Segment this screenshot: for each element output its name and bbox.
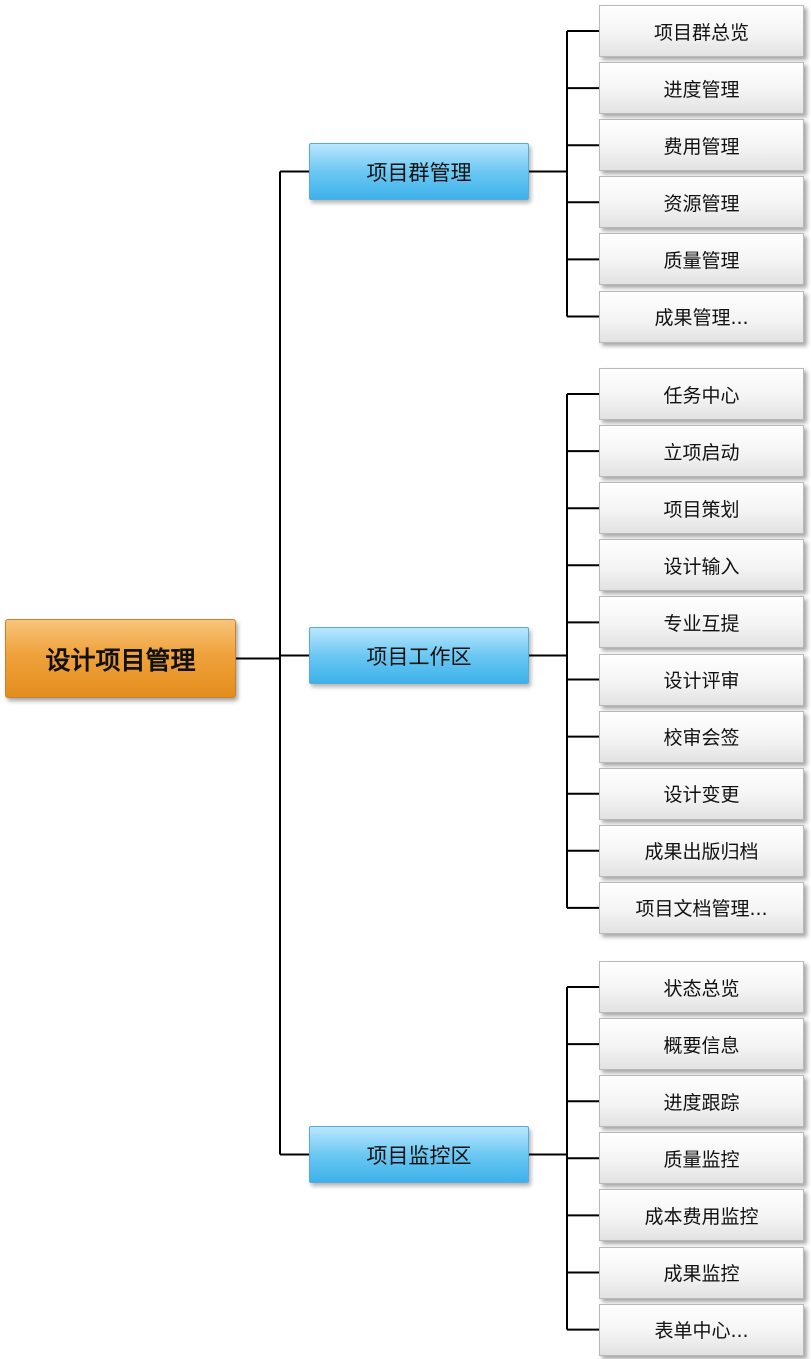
leaf-node-label: 质量管理 <box>663 249 740 272</box>
group-node-3-label: 项目监控区 <box>366 1143 472 1168</box>
leaf-node-label: 专业互提 <box>663 612 740 635</box>
group-node-2[interactable]: 项目工作区 <box>309 627 529 684</box>
root-node[interactable]: 设计项目管理 <box>5 619 236 698</box>
leaf-node[interactable]: 成果管理... <box>599 290 804 343</box>
leaf-node[interactable]: 质量管理 <box>599 233 804 286</box>
leaf-node[interactable]: 进度管理 <box>599 62 804 115</box>
leaf-node-label: 设计输入 <box>663 555 740 578</box>
leaf-node[interactable]: 状态总览 <box>599 961 804 1013</box>
leaf-node-label: 任务中心 <box>663 384 740 407</box>
leaf-node[interactable]: 进度跟踪 <box>599 1075 804 1128</box>
leaf-node-label: 质量监控 <box>663 1148 740 1171</box>
leaf-node[interactable]: 设计输入 <box>599 539 804 592</box>
leaf-node-label: 进度管理 <box>663 78 740 101</box>
leaf-node-label: 成果监控 <box>663 1263 740 1285</box>
group-node-1[interactable]: 项目群管理 <box>309 143 529 200</box>
group-node-3[interactable]: 项目监控区 <box>309 1126 529 1183</box>
leaf-node-label: 校审会签 <box>663 727 740 750</box>
leaf-node-label: 成果出版归档 <box>644 841 759 864</box>
leaf-node[interactable]: 成果出版归档 <box>599 824 804 877</box>
leaf-node-label: 设计变更 <box>663 784 740 807</box>
leaf-node-label: 项目文档管理... <box>635 898 768 921</box>
leaf-node[interactable]: 成本费用监控 <box>599 1189 804 1242</box>
leaf-node[interactable]: 设计变更 <box>599 767 804 820</box>
leaf-node-label: 状态总览 <box>663 977 740 1000</box>
leaf-node[interactable]: 立项启动 <box>599 425 804 478</box>
group-node-2-label: 项目工作区 <box>366 644 472 669</box>
leaf-node[interactable]: 成果监控 <box>599 1246 804 1299</box>
leaf-node[interactable]: 资源管理 <box>599 176 804 229</box>
leaf-node[interactable]: 设计评审 <box>599 653 804 706</box>
leaf-node[interactable]: 校审会签 <box>599 710 804 763</box>
leaf-node[interactable]: 项目策划 <box>599 482 804 535</box>
leaf-node-label: 成果管理... <box>654 307 749 329</box>
leaf-node[interactable]: 概要信息 <box>599 1018 804 1071</box>
group-node-1-label: 项目群管理 <box>366 160 472 185</box>
leaf-node-label: 项目策划 <box>663 498 740 521</box>
leaf-node-label: 立项启动 <box>663 441 740 464</box>
leaf-node[interactable]: 费用管理 <box>599 119 804 172</box>
leaf-node-label: 表单中心... <box>654 1320 749 1343</box>
leaf-node-label: 设计评审 <box>663 670 740 692</box>
leaf-node-label: 进度跟踪 <box>663 1091 740 1114</box>
leaf-node[interactable]: 表单中心... <box>599 1303 804 1356</box>
leaf-node-label: 费用管理 <box>663 135 740 158</box>
leaf-node-label: 概要信息 <box>663 1034 740 1057</box>
leaf-node-label: 项目群总览 <box>653 21 749 44</box>
leaf-node-label: 成本费用监控 <box>644 1205 759 1228</box>
leaf-node[interactable]: 任务中心 <box>599 368 804 420</box>
root-node-label: 设计项目管理 <box>45 645 196 675</box>
leaf-node-label: 资源管理 <box>663 192 740 215</box>
leaf-node[interactable]: 专业互提 <box>599 596 804 649</box>
leaf-node[interactable]: 项目文档管理... <box>599 881 804 934</box>
leaf-node[interactable]: 项目群总览 <box>599 5 804 57</box>
leaf-node[interactable]: 质量监控 <box>599 1132 804 1185</box>
